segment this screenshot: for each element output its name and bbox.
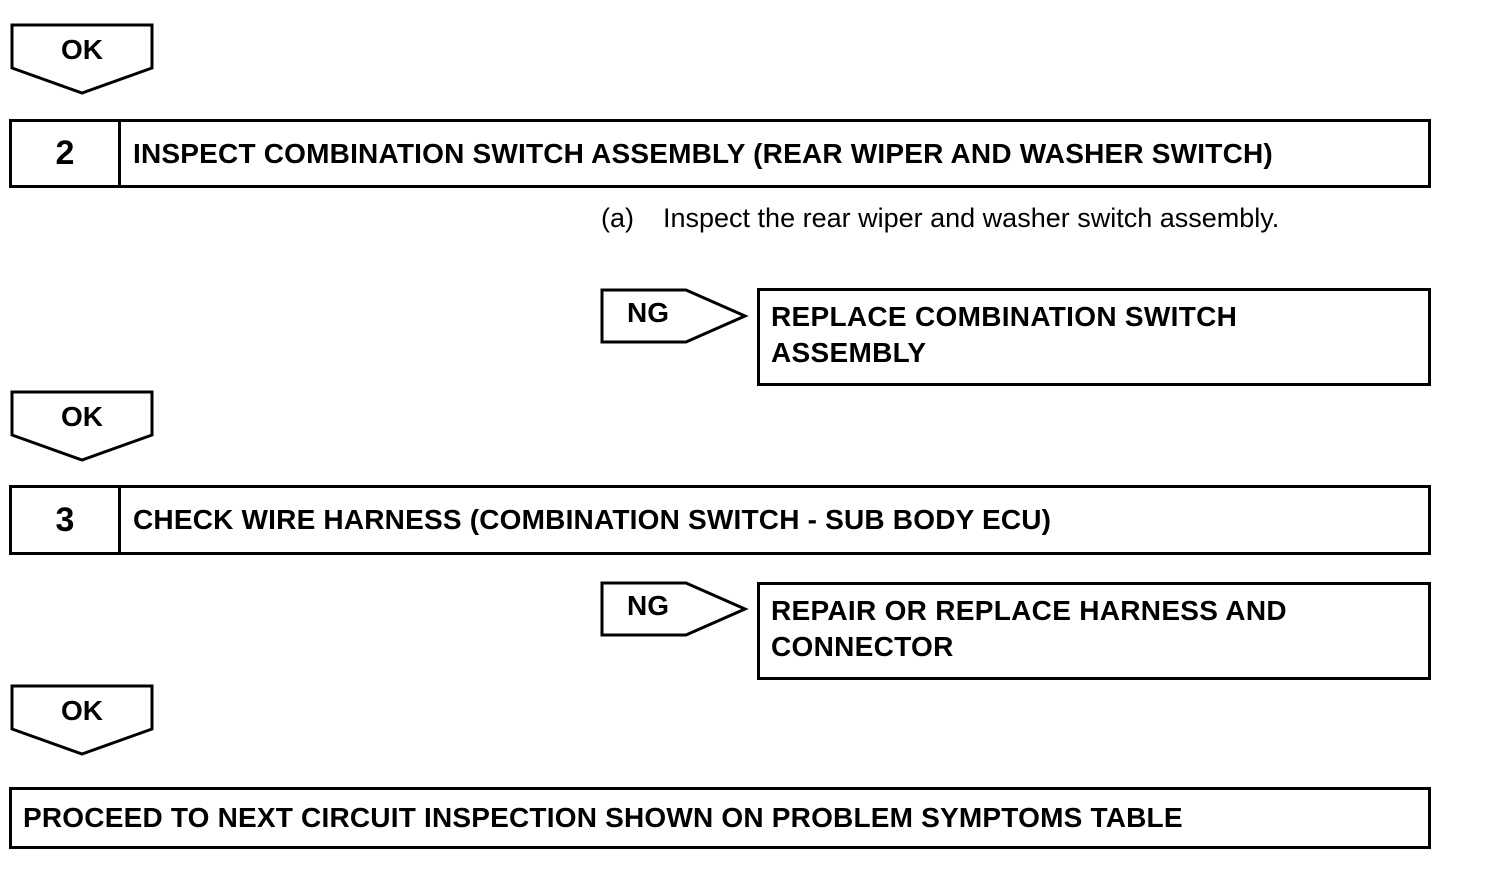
- substep-mark: (a): [601, 203, 634, 233]
- final-action-text: PROCEED TO NEXT CIRCUIT INSPECTION SHOWN…: [23, 802, 1183, 833]
- ng-flag-2: [600, 581, 749, 637]
- step-2-substep: (a) Inspect the rear wiper and washer swi…: [601, 203, 1279, 234]
- ok-arrow-1: [10, 23, 154, 95]
- step-2-ng-action-line2: ASSEMBLY: [771, 337, 927, 368]
- step-2-title: INSPECT COMBINATION SWITCH ASSEMBLY (REA…: [133, 137, 1273, 169]
- step-3-ng-action: REPAIR OR REPLACE HARNESS AND CONNECTOR: [771, 593, 1418, 665]
- substep-text: Inspect the rear wiper and washer switch…: [663, 203, 1280, 233]
- step-2-number: 2: [12, 122, 121, 185]
- step-3-box: 3 CHECK WIRE HARNESS (COMBINATION SWITCH…: [9, 485, 1431, 555]
- ng-flag-1: [600, 288, 749, 344]
- ok-label-2: OK: [61, 401, 103, 432]
- ok-arrow-3: [10, 684, 154, 756]
- ng-label-2: NG: [627, 590, 669, 621]
- step-3-ng-action-line1: REPAIR OR REPLACE HARNESS AND: [771, 595, 1287, 626]
- step-3-ng-action-box: REPAIR OR REPLACE HARNESS AND CONNECTOR: [757, 582, 1431, 680]
- step-2-ng-action: REPLACE COMBINATION SWITCH ASSEMBLY: [771, 299, 1418, 371]
- step-3-number: 3: [12, 488, 121, 552]
- ok-label-3: OK: [61, 695, 103, 726]
- ok-arrow-2: [10, 390, 154, 462]
- final-action-box: PROCEED TO NEXT CIRCUIT INSPECTION SHOWN…: [9, 787, 1431, 849]
- step-3-ng-action-line2: CONNECTOR: [771, 631, 954, 662]
- step-2-ng-action-line1: REPLACE COMBINATION SWITCH: [771, 301, 1238, 332]
- ok-label-1: OK: [61, 34, 103, 65]
- ng-label-1: NG: [627, 297, 669, 328]
- step-2-box: 2 INSPECT COMBINATION SWITCH ASSEMBLY (R…: [9, 119, 1431, 188]
- step-2-ng-action-box: REPLACE COMBINATION SWITCH ASSEMBLY: [757, 288, 1431, 386]
- step-3-title: CHECK WIRE HARNESS (COMBINATION SWITCH -…: [133, 504, 1052, 535]
